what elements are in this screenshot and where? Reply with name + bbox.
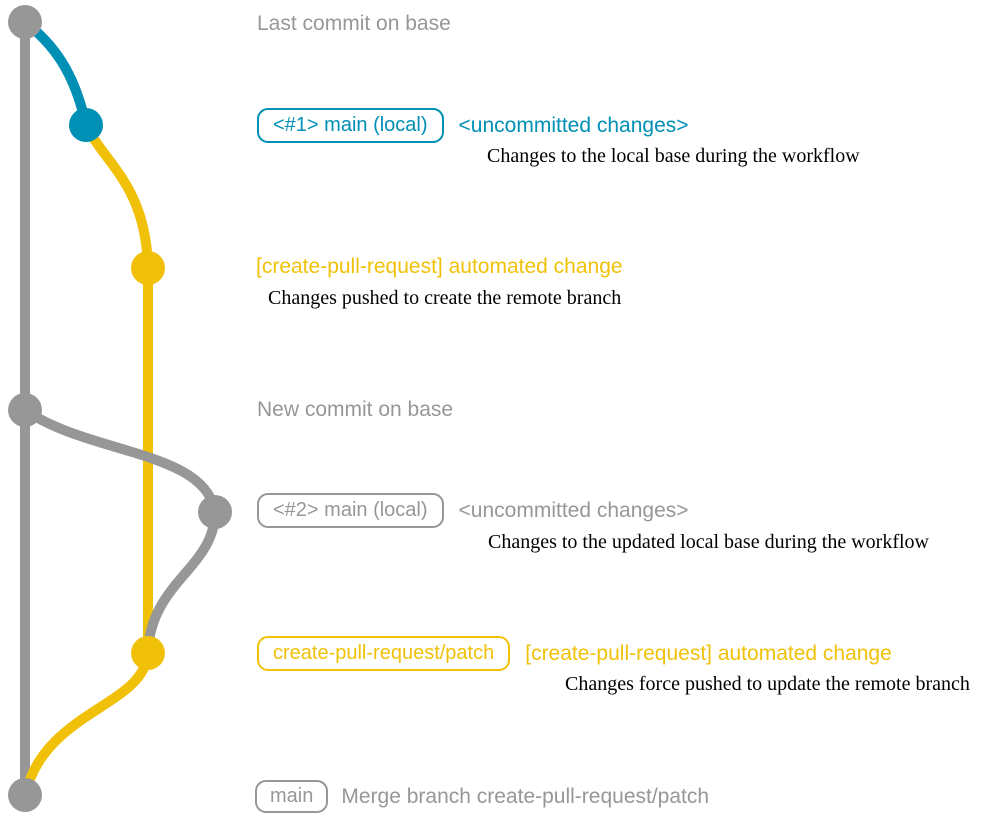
commit-row-automated-change-1: [create-pull-request] automated change (256, 255, 623, 279)
commit-row-merge: main Merge branch create-pull-request/pa… (255, 780, 709, 813)
commit-description-automated-change-2: Changes force pushed to update the remot… (565, 673, 970, 695)
commit-message-uncommitted-2: <uncommitted changes> (458, 498, 689, 522)
branch-patch-merge-curve (20, 648, 153, 800)
commit-dot-last-on-base (8, 5, 42, 39)
commit-description-uncommitted-2: Changes to the updated local base during… (488, 531, 929, 553)
branch-base-curve-2 (143, 507, 220, 658)
branch-ref-badge-main-local-2: <#2> main (local) (257, 493, 444, 528)
commit-dot-automated-change-2 (131, 636, 165, 670)
commit-row-automated-change-2: create-pull-request/patch [create-pull-r… (257, 636, 892, 671)
branch-ref-badge-patch: create-pull-request/patch (257, 636, 511, 671)
annotation-last-commit-on-base: Last commit on base (257, 12, 451, 35)
commit-message-uncommitted-1: <uncommitted changes> (458, 113, 689, 137)
commit-row-uncommitted-2: <#2> main (local) <uncommitted changes> (257, 493, 689, 528)
commit-row-uncommitted-1: <#1> main (local) <uncommitted changes> (257, 108, 689, 143)
commit-message-automated-change-2: [create-pull-request] automated change (525, 641, 892, 665)
commit-dot-new-on-base (8, 393, 42, 427)
commit-message-merge: Merge branch create-pull-request/patch (341, 784, 710, 808)
commit-description-automated-change-1: Changes pushed to create the remote bran… (268, 287, 622, 309)
commit-dot-automated-change-1 (131, 251, 165, 285)
branch-ref-badge-main: main (255, 780, 329, 813)
commit-description-uncommitted-1: Changes to the local base during the wor… (487, 145, 860, 167)
commit-dot-uncommitted-1 (69, 108, 103, 142)
commit-dot-merge (8, 778, 42, 812)
commit-message-automated-change-1: [create-pull-request] automated change (256, 255, 623, 278)
branch-base-curve-1 (20, 405, 220, 517)
branch-ref-badge-main-local-1: <#1> main (local) (257, 108, 444, 143)
annotation-new-commit-on-base: New commit on base (257, 398, 454, 421)
commit-dot-uncommitted-2 (198, 495, 232, 529)
